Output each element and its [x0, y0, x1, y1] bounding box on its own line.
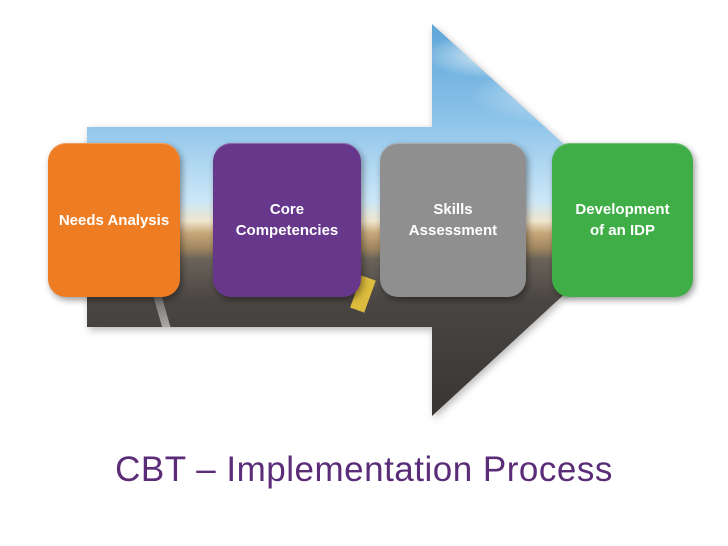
- slide-title: CBT – Implementation Process: [115, 450, 613, 489]
- step-label-needs-analysis: Needs Analysis: [58, 211, 170, 229]
- step-development-idp: Development of an IDP: [552, 143, 693, 297]
- step-needs-analysis: Needs Analysis: [48, 143, 180, 297]
- step-core-competencies: Core Competencies: [213, 143, 361, 297]
- step-label-skills-assessment: Skills Assessment: [408, 201, 498, 239]
- step-label-core-competencies: Core Competencies: [235, 201, 339, 239]
- step-label-development-idp: Development of an IDP: [575, 201, 670, 239]
- step-skills-assessment: Skills Assessment: [380, 143, 526, 297]
